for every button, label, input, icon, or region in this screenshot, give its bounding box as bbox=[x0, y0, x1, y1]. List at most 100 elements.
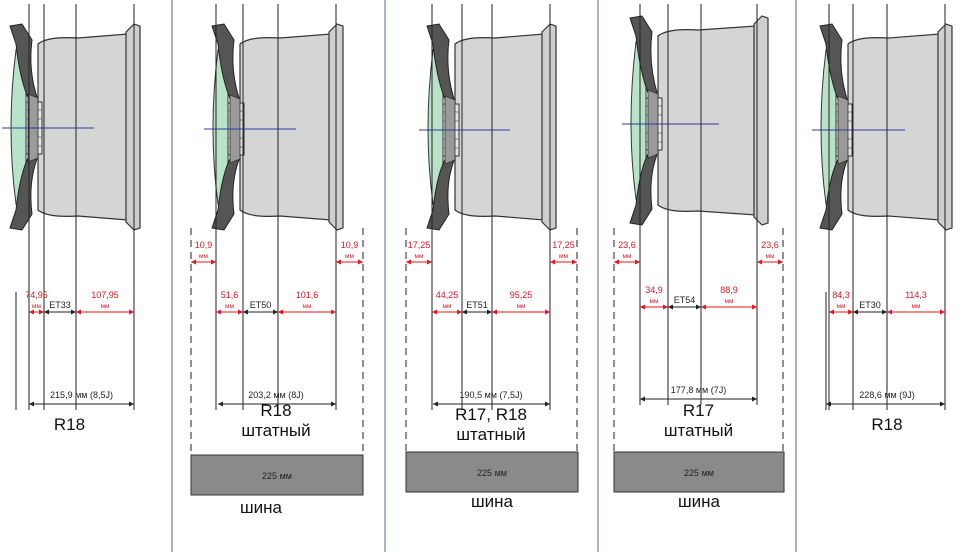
dim-inner-right-head-right bbox=[331, 309, 336, 315]
width-value: 203,2 мм (8J) bbox=[248, 390, 303, 400]
green-face-cap bbox=[630, 40, 647, 201]
rim-barrel bbox=[37, 33, 129, 221]
wheel-cross-section bbox=[211, 23, 344, 231]
dim-width-head-left bbox=[29, 401, 34, 407]
wheel-cross-section bbox=[629, 15, 769, 226]
green-face-cap bbox=[10, 48, 27, 206]
dim-width bbox=[29, 401, 134, 407]
dim-inner-left-head-left bbox=[640, 304, 645, 310]
tire-label: шина bbox=[471, 492, 514, 511]
inner-right-value: 95,25 bbox=[510, 290, 533, 300]
offset-head-right-out bbox=[778, 259, 783, 265]
caption-line-2: штатный bbox=[241, 421, 310, 440]
dim-et-head-left bbox=[243, 309, 248, 315]
dim-width-head-right bbox=[545, 401, 550, 407]
dim-inner-right-head-left bbox=[887, 309, 892, 315]
wheel-cross-section bbox=[9, 23, 141, 231]
dim-et-head-right bbox=[882, 309, 887, 315]
dim-et-head-right bbox=[696, 304, 701, 310]
offset-arrow-left bbox=[414, 259, 432, 265]
offset-arrow-right-head bbox=[550, 259, 555, 265]
tire-block bbox=[405, 451, 579, 493]
width-value: 177,8 мм (7J) bbox=[671, 385, 726, 395]
dim-width bbox=[826, 401, 945, 407]
inner-right-unit: мм bbox=[303, 303, 312, 310]
et-value: ET54 bbox=[674, 295, 696, 305]
offset-left-value: 17,25 bbox=[408, 240, 431, 250]
rim-barrel bbox=[847, 33, 941, 221]
dim-inner-left-head-right bbox=[663, 304, 668, 310]
dim-inner-left-head-right bbox=[238, 309, 243, 315]
inner-left-value: 34,9 bbox=[645, 285, 663, 295]
tire-width-value: 225 мм bbox=[262, 471, 292, 481]
dim-et bbox=[462, 309, 492, 315]
offset-right-unit: мм bbox=[766, 253, 775, 260]
inner-right-unit: мм bbox=[912, 303, 921, 310]
offset-arrow-left-head bbox=[635, 259, 640, 265]
tire-block bbox=[613, 451, 785, 493]
tire-label: шина bbox=[678, 492, 721, 511]
offset-head-right-out bbox=[358, 259, 363, 265]
dim-inner-left-head-left bbox=[432, 309, 437, 315]
inner-left-unit: мм bbox=[32, 303, 41, 310]
rim-inner-flange bbox=[541, 23, 557, 231]
dim-inner-left bbox=[216, 309, 243, 315]
dim-et-head-right bbox=[487, 309, 492, 315]
dim-width-head-right bbox=[752, 396, 757, 402]
dim-inner-left bbox=[29, 309, 44, 315]
dim-width-head-right bbox=[940, 401, 945, 407]
offset-right-value: 23,6 bbox=[761, 240, 779, 250]
dim-inner-right-head-right bbox=[940, 309, 945, 315]
dim-width-head-right bbox=[129, 401, 134, 407]
dim-et-head-left bbox=[853, 309, 858, 315]
dim-width-head-right bbox=[331, 401, 336, 407]
rim-inner-flange bbox=[753, 15, 769, 226]
dim-inner-left-head-right bbox=[848, 309, 853, 315]
dim-width-head-left bbox=[640, 396, 645, 402]
offset-left-unit: мм bbox=[415, 253, 424, 260]
offset-right-unit: мм bbox=[559, 253, 568, 260]
dim-inner-left-head-right bbox=[457, 309, 462, 315]
dim-inner-right bbox=[492, 309, 550, 315]
offset-arrow-left bbox=[198, 259, 216, 265]
offset-arrow-left-head bbox=[427, 259, 432, 265]
width-value: 215,9 мм (8,5J) bbox=[50, 390, 113, 400]
dim-et-head-left bbox=[44, 309, 49, 315]
rim-inner-flange bbox=[125, 23, 141, 231]
dim-inner-right-head-left bbox=[701, 304, 706, 310]
offset-right-unit: мм bbox=[345, 253, 354, 260]
dim-width bbox=[218, 401, 336, 407]
offset-arrow-left bbox=[622, 259, 640, 265]
dim-et-head-right bbox=[71, 309, 76, 315]
dim-inner-right bbox=[701, 304, 757, 310]
inner-left-value: 44,25 bbox=[436, 290, 459, 300]
inner-right-value: 107,95 bbox=[91, 290, 119, 300]
dim-et bbox=[243, 309, 278, 315]
dim-inner-right bbox=[76, 309, 134, 315]
caption-line-1: R18 bbox=[871, 415, 902, 434]
caption-line-2: штатный bbox=[456, 425, 525, 444]
inner-left-unit: мм bbox=[650, 298, 659, 305]
dim-et-head-left bbox=[668, 304, 673, 310]
wheel-cross-section bbox=[819, 23, 953, 231]
rim-barrel bbox=[454, 33, 545, 221]
inner-right-unit: мм bbox=[101, 303, 110, 310]
offset-arrow-right bbox=[336, 259, 354, 265]
dim-inner-right-head-left bbox=[278, 309, 283, 315]
rim-barrel bbox=[657, 25, 757, 216]
offset-arrow-right bbox=[550, 259, 568, 265]
offset-left-unit: мм bbox=[199, 253, 208, 260]
dim-inner-left-head-right bbox=[39, 309, 44, 315]
inner-right-value: 88,9 bbox=[720, 285, 738, 295]
inner-left-unit: мм bbox=[225, 303, 234, 310]
offset-right-value: 10,9 bbox=[341, 240, 359, 250]
tire-label: шина bbox=[240, 498, 283, 517]
dim-inner-left bbox=[640, 304, 668, 310]
dim-et-head-right bbox=[273, 309, 278, 315]
caption-line-2: штатный bbox=[664, 421, 733, 440]
inner-right-unit: мм bbox=[725, 298, 734, 305]
